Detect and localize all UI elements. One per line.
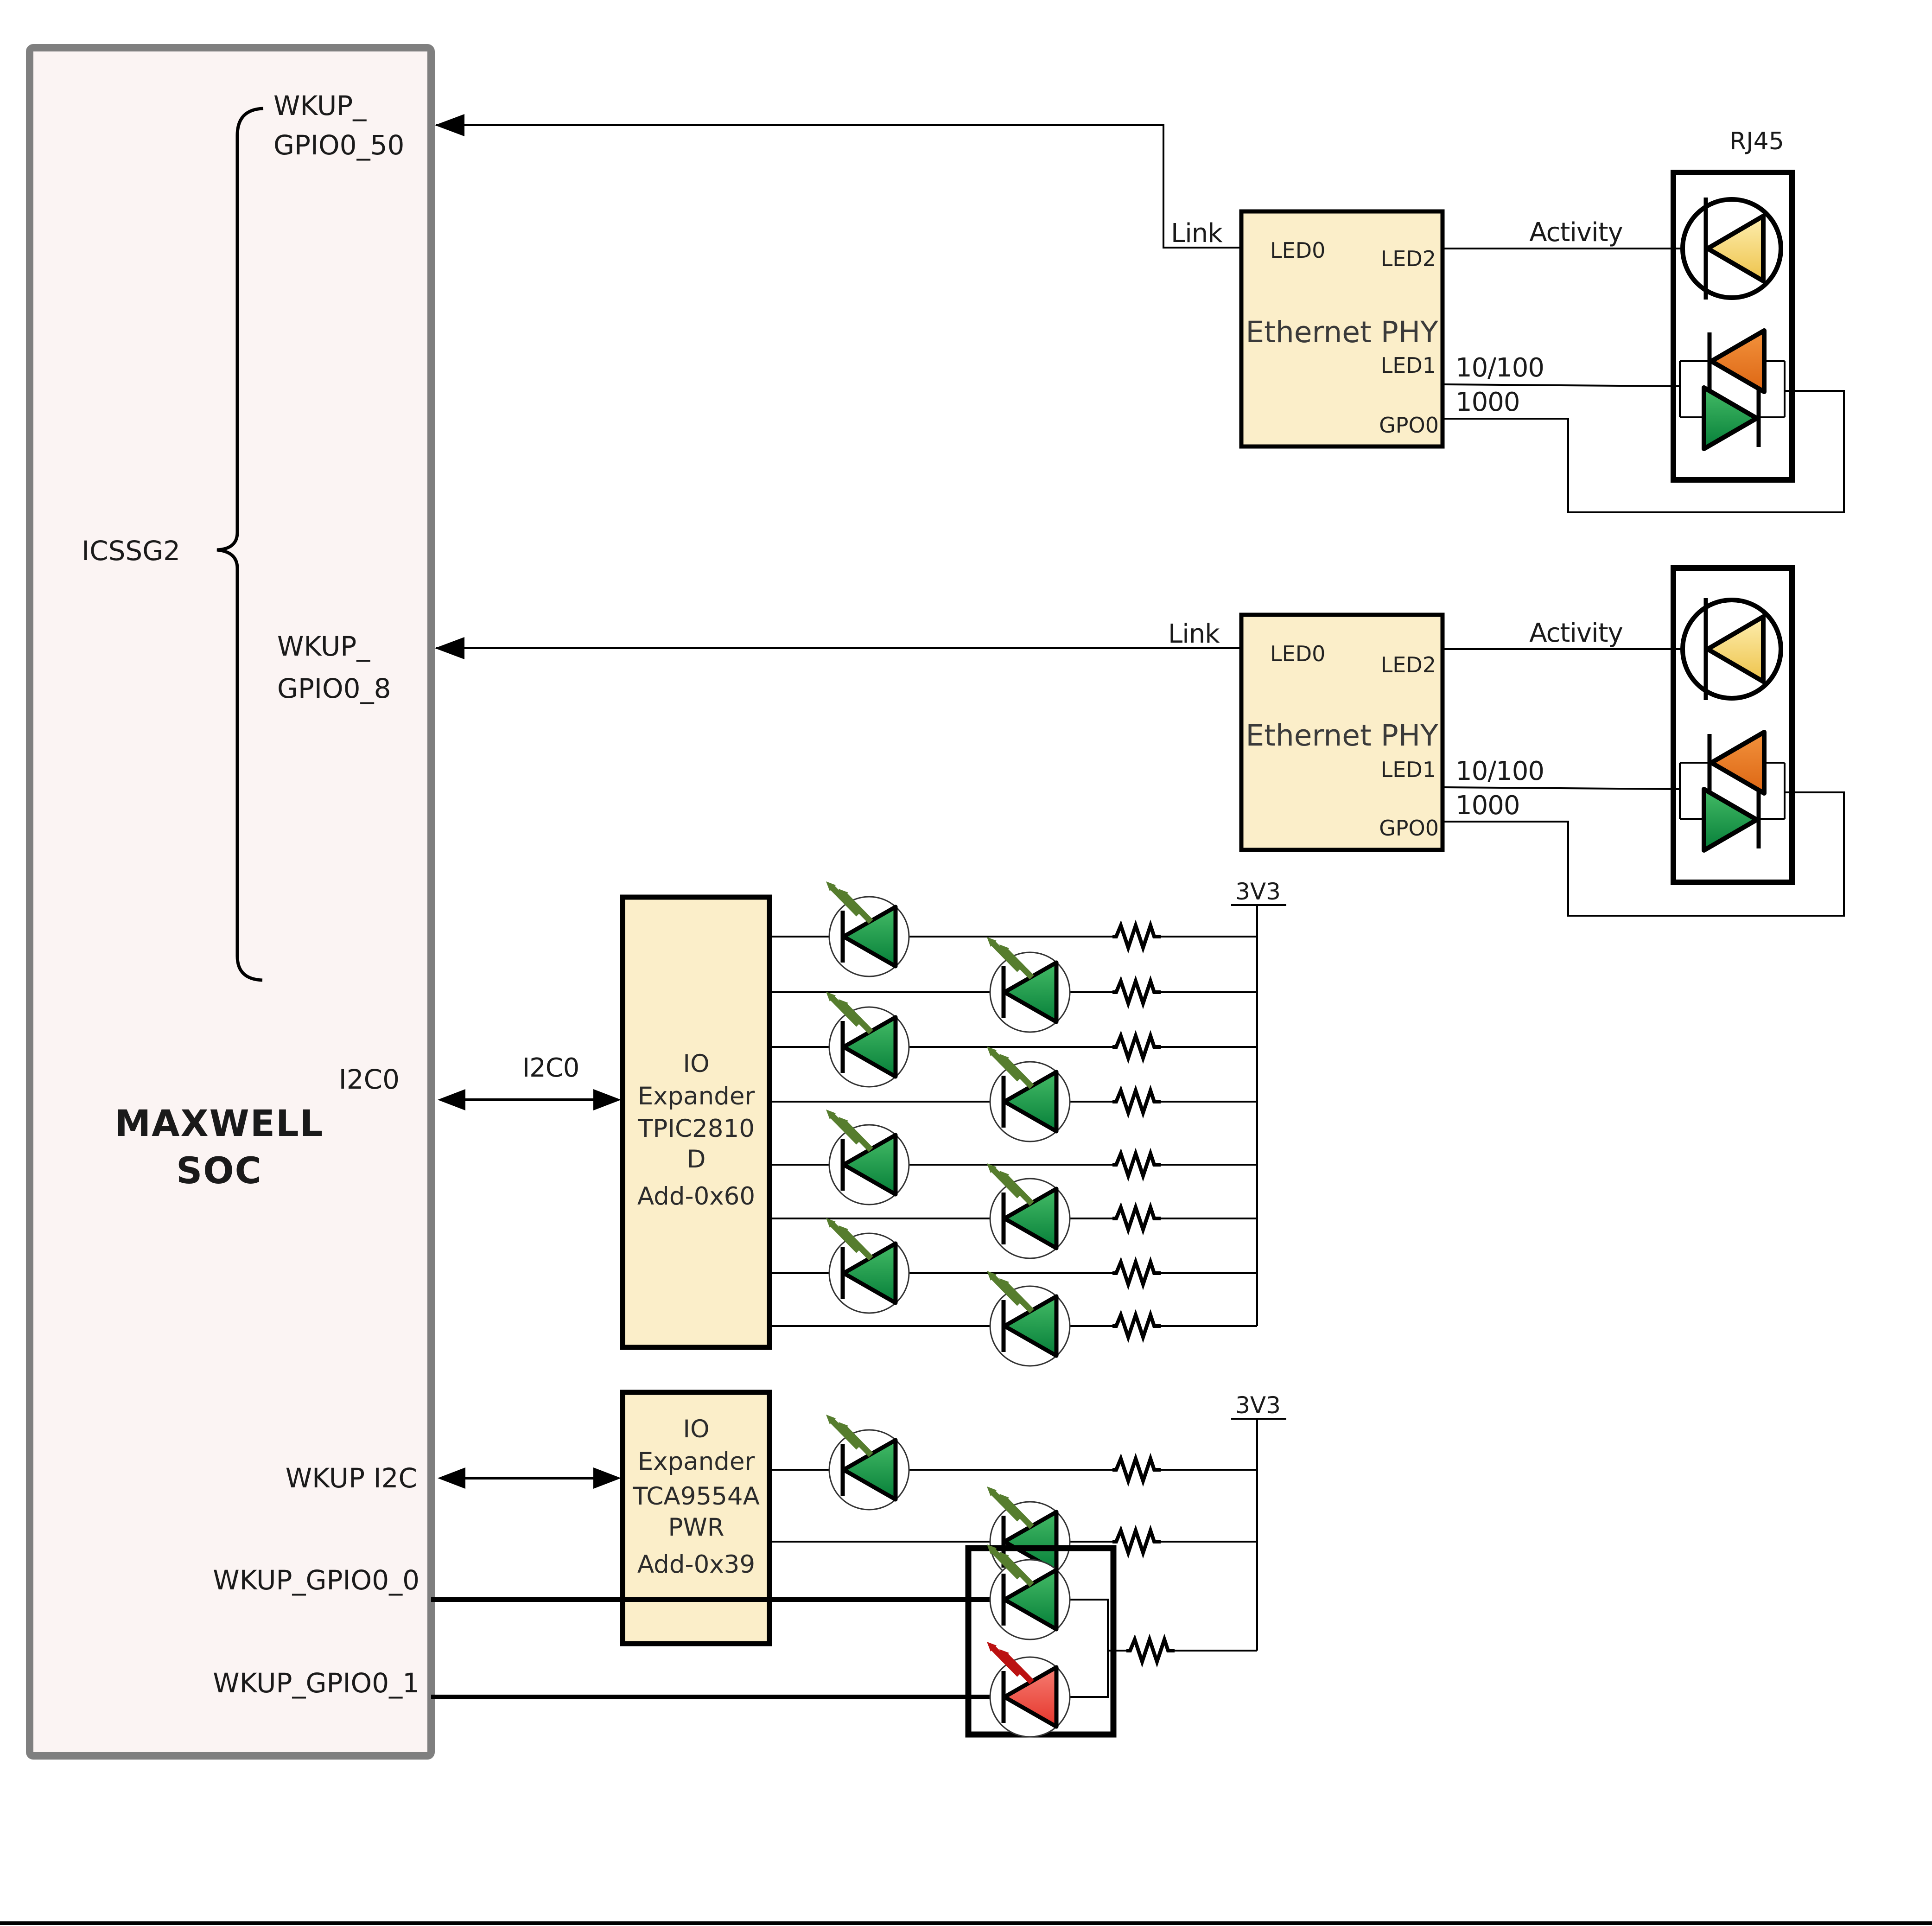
- phy1-title: Ethernet PHY: [1246, 315, 1438, 349]
- arrowhead-wkup-gpio0-8: [435, 637, 464, 659]
- pin-i2c0: I2C0: [339, 1064, 400, 1095]
- wire-speed1: [1442, 383, 1680, 387]
- resistor-pwr-row2: [1112, 1531, 1161, 1553]
- tca-line2: Expander: [638, 1448, 755, 1476]
- status-led-green-6: [987, 1163, 1070, 1258]
- resistor-row4: [1112, 1091, 1161, 1113]
- phy2-pin-led0: LED0: [1270, 641, 1325, 666]
- tpic-line3: TPIC2810: [637, 1115, 755, 1143]
- tca-line3: TCA9554A: [632, 1482, 760, 1511]
- net-label-i2c0: I2C0: [522, 1053, 579, 1083]
- phy1-pin-led1: LED1: [1381, 353, 1436, 378]
- phy2-pin-led2: LED2: [1381, 652, 1436, 677]
- pin-wkup-i2c: WKUP I2C: [286, 1462, 417, 1494]
- net-label-speed2: 10/100: [1455, 756, 1544, 786]
- pin-wkup-gpio0-8-line2: GPIO0_8: [277, 673, 391, 704]
- maxwell-soc-box: [26, 44, 435, 1760]
- io-expander-tpic2810-box: [620, 894, 772, 1350]
- status-led-green-4: [987, 1046, 1070, 1142]
- pin-wkup-gpio0-1: WKUP_GPIO0_1: [213, 1667, 419, 1699]
- net-label-link1: Link: [1171, 218, 1223, 249]
- arrowhead-wkup-gpio0-50: [435, 114, 464, 136]
- resistor-row7: [1112, 1262, 1161, 1284]
- net-label-link2: Link: [1168, 619, 1220, 649]
- wire-speed2: [1442, 786, 1680, 790]
- arrowhead-wkup-i2c-left: [438, 1467, 465, 1489]
- tca-led-rows: [769, 1415, 1257, 1582]
- resistor-gpio-leds: [1126, 1639, 1175, 1662]
- status-led-green-5: [826, 1110, 909, 1205]
- phy2-pin-led1: LED1: [1381, 757, 1436, 782]
- gpio1-led-red: [987, 1642, 1070, 1737]
- ethernet-phy1-box: [1239, 209, 1445, 449]
- activity-led-yellow-2: [1683, 598, 1781, 700]
- phy2-pin-gpo0: GPO0: [1379, 816, 1439, 841]
- net-label-giga2: 1000: [1455, 791, 1520, 821]
- status-led-green-3: [826, 992, 909, 1087]
- resistor-row6: [1112, 1207, 1161, 1230]
- resistor-row3: [1112, 1036, 1161, 1058]
- pwr-led-green-1: [826, 1415, 909, 1510]
- status-led-green-2: [987, 937, 1070, 1032]
- resistor-row8: [1112, 1315, 1161, 1337]
- ethernet-phy2-box: [1239, 612, 1445, 852]
- phy2-title: Ethernet PHY: [1246, 719, 1438, 753]
- net-label-activity1: Activity: [1529, 217, 1622, 248]
- pin-wkup-gpio0-50-line1: WKUP_: [273, 90, 367, 121]
- resistor-row2: [1112, 981, 1161, 1003]
- soc-group-label-icssg2: ICSSG2: [82, 535, 180, 567]
- status-led-green-7: [826, 1218, 909, 1313]
- wire-giga1-loop: [1443, 390, 1845, 513]
- net-label-speed1: 10/100: [1455, 353, 1544, 383]
- icssg2-brace: [216, 107, 264, 982]
- soc-title-line2: SOC: [176, 1150, 262, 1192]
- wire-link1: [436, 124, 1241, 249]
- phy1-pin-led0: LED0: [1270, 238, 1325, 263]
- resistor-row1: [1112, 925, 1161, 948]
- status-led-green-1: [826, 881, 909, 976]
- tpic-led-rows: [769, 881, 1257, 1366]
- arrowhead-i2c0-right: [593, 1089, 621, 1110]
- resistor-row5: [1112, 1154, 1161, 1176]
- rail-3v3-bottom-bus: [1231, 1418, 1286, 1651]
- tpic-line2: Expander: [638, 1082, 755, 1110]
- gpio-led-rail: [1056, 1599, 1257, 1698]
- arrowhead-i2c0-left: [438, 1089, 465, 1110]
- tpic-line4: D: [687, 1145, 706, 1173]
- rail-3v3-top-bus: [1231, 904, 1286, 1326]
- tpic-line5: Add-0x60: [637, 1182, 755, 1211]
- rail-3v3-bottom-label: 3V3: [1235, 1392, 1281, 1419]
- pin-wkup-gpio0-0: WKUP_GPIO0_0: [213, 1564, 419, 1596]
- wire-giga2-loop: [1443, 791, 1845, 917]
- rail-3v3-top-label: 3V3: [1235, 878, 1281, 905]
- resistor-pwr-row1: [1112, 1459, 1161, 1481]
- tpic-line1: IO: [683, 1050, 709, 1078]
- tca-line4: PWR: [668, 1513, 724, 1542]
- phy1-pin-led2: LED2: [1381, 246, 1436, 271]
- pin-wkup-gpio0-8-line1: WKUP_: [277, 631, 370, 662]
- net-label-activity2: Activity: [1529, 618, 1622, 648]
- arrowhead-wkup-i2c-right: [593, 1467, 621, 1489]
- net-label-giga1: 1000: [1455, 387, 1520, 417]
- tca-line1: IO: [683, 1415, 709, 1443]
- phy1-pin-gpo0: GPO0: [1379, 413, 1439, 438]
- rj45-label: RJ45: [1729, 128, 1784, 155]
- tca-line5: Add-0x39: [637, 1550, 755, 1579]
- soc-title-line1: MAXWELL: [115, 1103, 324, 1145]
- activity-led-yellow-1: [1683, 198, 1781, 300]
- pin-wkup-gpio0-50-line2: GPIO0_50: [273, 129, 404, 161]
- status-led-green-8: [987, 1271, 1070, 1366]
